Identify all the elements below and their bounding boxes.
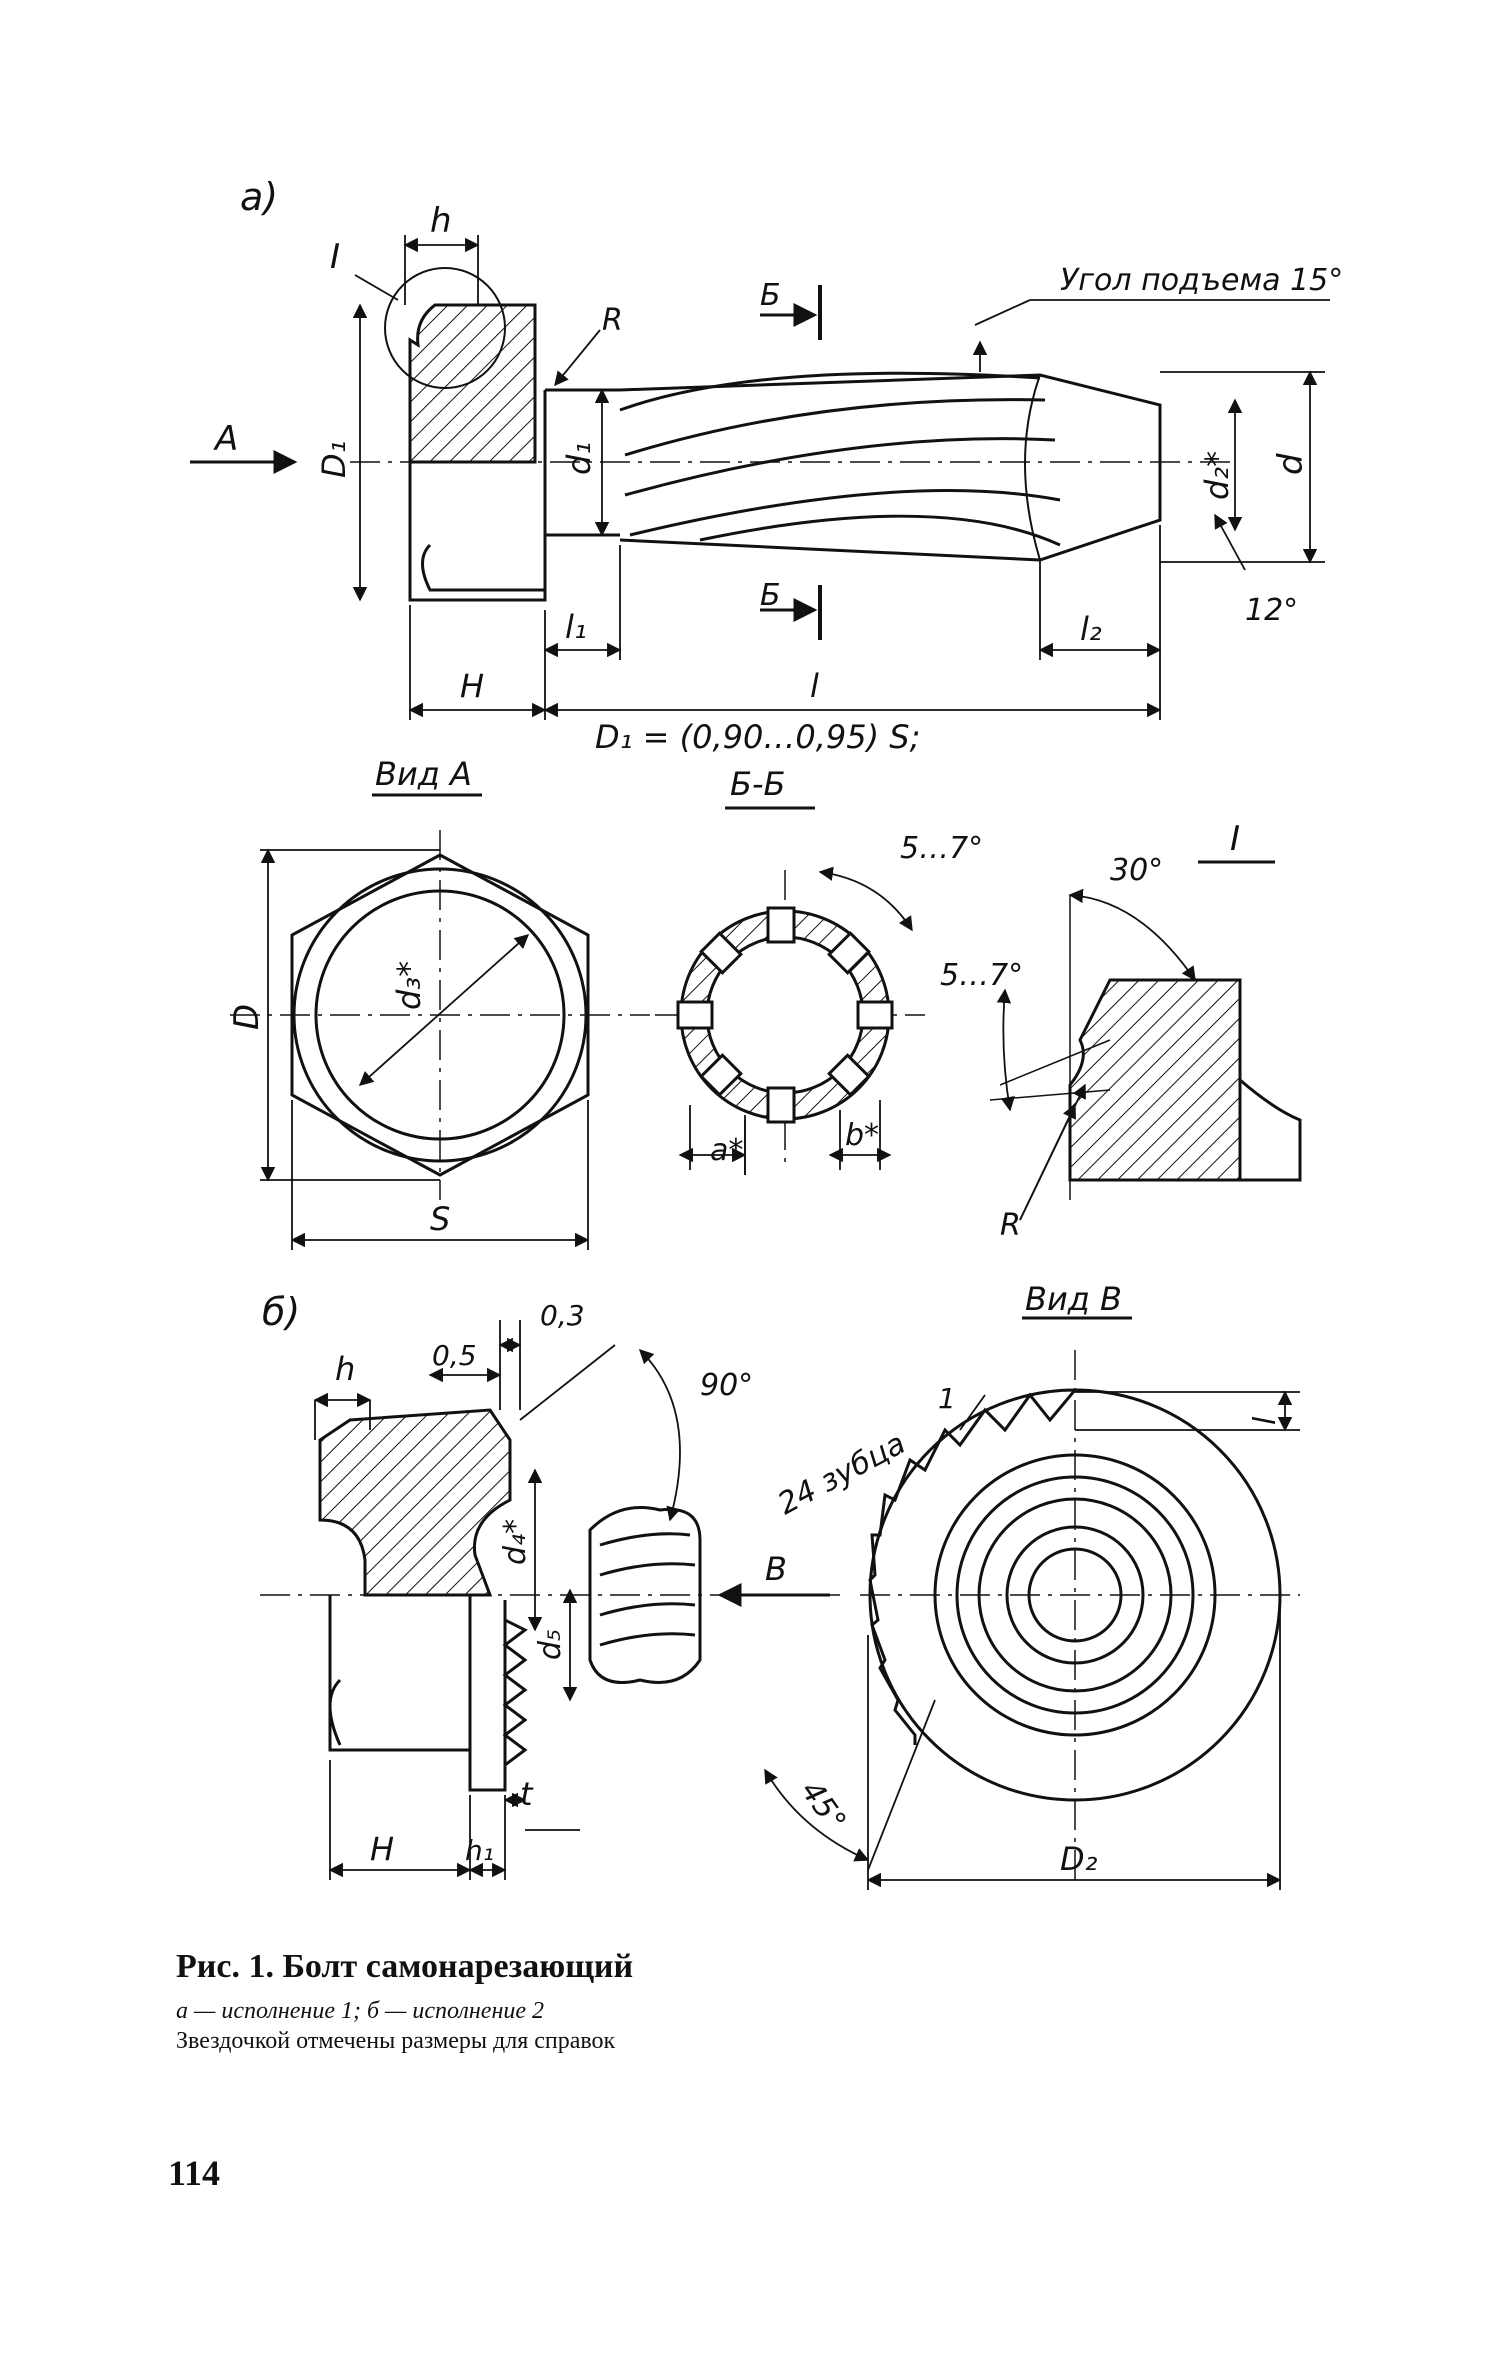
label-angle-5-7-b: 5…7°	[940, 958, 1023, 993]
figure-caption-line-1: а — исполнение 1; б — исполнение 2	[176, 1998, 545, 2024]
label-dim-03: 0,3	[540, 1299, 585, 1332]
label-d1: d₁	[560, 442, 598, 475]
view-vid-a-hexagon	[230, 830, 650, 1200]
view-a-dimensions	[190, 235, 1330, 1320]
page-number: 114	[168, 2153, 221, 2193]
label-d: d	[1271, 453, 1311, 475]
label-variant-b: б)	[262, 1290, 300, 1334]
label-angle-90: 90°	[700, 1368, 753, 1403]
view-b-dimensions	[313, 1320, 830, 1880]
vid-v-dimensions	[764, 1390, 1300, 1890]
label-d2: d₂*	[1198, 451, 1236, 500]
view-a-bolt	[350, 267, 1230, 602]
label-angle-45: 45°	[793, 1775, 852, 1839]
label-angle-5-7-a: 5…7°	[900, 831, 983, 866]
label-l2: l₂	[1080, 610, 1102, 648]
label-H: H	[460, 667, 484, 705]
label-formula: D₁ = (0,90…0,95) S;	[595, 718, 920, 756]
label-l-b: l	[1248, 1416, 1283, 1425]
view-vid-v	[860, 1350, 1300, 1880]
label-arrow-A: А	[213, 419, 238, 459]
label-one: 1	[938, 1382, 956, 1415]
label-h: h	[430, 201, 452, 241]
label-H-b: H	[370, 1830, 394, 1868]
label-detail-I-mark: I	[330, 237, 340, 277]
label-section-BB: Б-Б	[730, 765, 785, 803]
view-b-bolt	[260, 1408, 840, 1792]
label-R-detail: R	[1000, 1208, 1021, 1243]
label-D1: D₁	[315, 441, 353, 478]
label-t: t	[520, 1775, 534, 1813]
label-detail-I-title: I	[1230, 819, 1240, 859]
label-angle-12: 12°	[1245, 593, 1298, 628]
label-variant-a: а)	[240, 175, 278, 219]
view-detail-I	[989, 895, 1302, 1200]
label-b-star: b*	[845, 1118, 879, 1153]
label-R: R	[602, 303, 623, 338]
label-d3: d₃*	[390, 961, 428, 1010]
label-cut-B-top: Б	[760, 278, 781, 313]
label-cut-B-bottom: Б	[760, 578, 781, 613]
label-D: D	[227, 1004, 267, 1030]
vid-a-dimensions	[260, 848, 590, 1250]
figure-title: Рис. 1. Болт самонарезающий	[176, 1948, 634, 1985]
label-l1: l₁	[565, 608, 587, 646]
label-vid-V: Вид В	[1025, 1280, 1122, 1318]
label-h1: h₁	[465, 1834, 494, 1867]
detail-I-dimensions	[996, 888, 1196, 1221]
label-a-star: a*	[710, 1133, 743, 1168]
view-section-bb	[655, 870, 925, 1165]
label-angle-30: 30°	[1110, 853, 1163, 888]
label-d5: d₅	[533, 1629, 568, 1660]
label-D2: D₂	[1060, 1840, 1098, 1878]
label-vid-A: Вид А	[375, 755, 472, 793]
figure-caption-line-2: Звездочкой отмечены размеры для справок	[176, 2028, 616, 2054]
label-h-b: h	[335, 1350, 355, 1388]
label-S: S	[430, 1200, 450, 1238]
label-lift-angle: Угол подъема 15°	[1060, 263, 1343, 298]
label-arrow-V: В	[765, 1550, 787, 1588]
label-dim-05: 0,5	[432, 1339, 477, 1372]
section-bb-dimensions	[678, 866, 913, 1175]
label-d4: d₄*	[498, 1519, 533, 1565]
label-l: l	[810, 667, 819, 705]
